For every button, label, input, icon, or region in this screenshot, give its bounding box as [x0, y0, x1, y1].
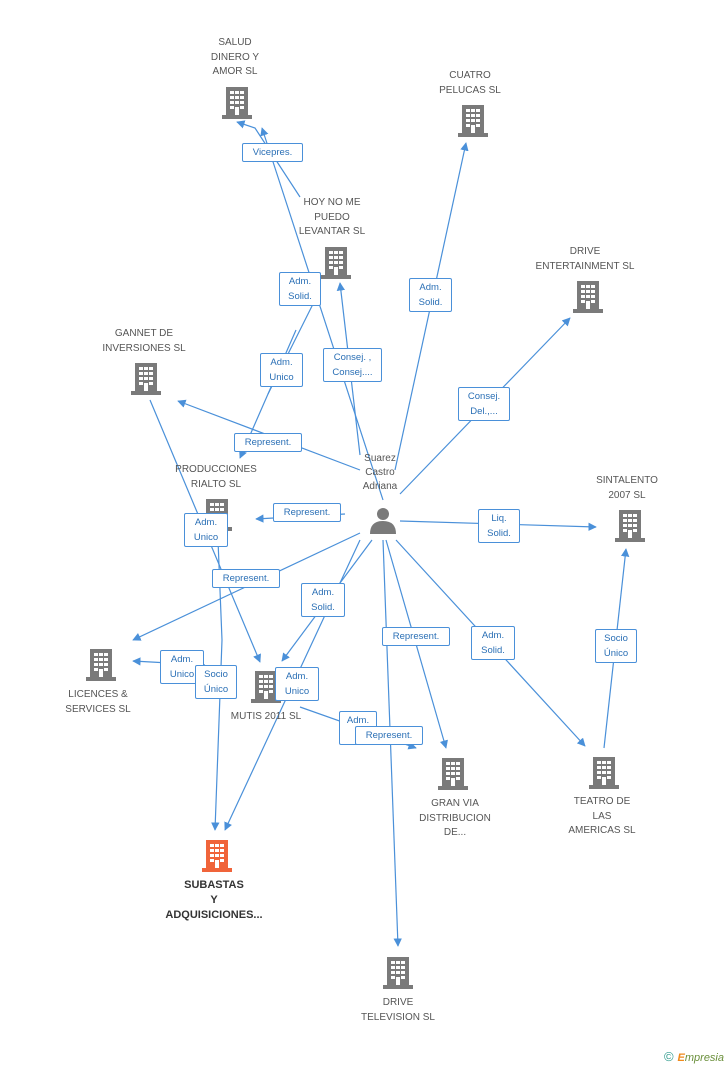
relation-label-r20[interactable]: Represent.: [355, 726, 423, 745]
company-label-cuatro[interactable]: CUATRO PELUCAS SL: [439, 70, 501, 96]
building-icon-teatro[interactable]: [589, 757, 619, 789]
relation-label-r6[interactable]: Consej. Del.,...: [458, 387, 510, 421]
building-icon-drive_tv[interactable]: [383, 957, 413, 989]
person-icon[interactable]: [370, 508, 396, 534]
relation-label-r18[interactable]: Socio Único: [595, 629, 637, 663]
company-label-producciones[interactable]: PRODUCCIONES RIALTO SL: [175, 464, 257, 490]
relation-label-r11[interactable]: Represent.: [212, 569, 280, 588]
company-label-sintalento[interactable]: SINTALENTO 2007 SL: [596, 475, 658, 501]
relation-label-r12[interactable]: Adm. Solid.: [301, 583, 345, 617]
edge-2: [260, 127, 384, 501]
building-icon-gannet[interactable]: [131, 363, 161, 395]
relation-label-r7[interactable]: Represent.: [234, 433, 302, 452]
company-label-drive_tv[interactable]: DRIVE TELEVISION SL: [361, 997, 435, 1023]
relation-label-r14[interactable]: Socio Único: [195, 665, 237, 699]
relation-label-r2[interactable]: Adm. Solid.: [279, 272, 321, 306]
company-label-mutis[interactable]: MUTIS 2011 SL: [230, 711, 302, 722]
building-icon-subastas[interactable]: [202, 840, 232, 872]
building-icon-drive_ent[interactable]: [573, 281, 603, 313]
company-label-salud[interactable]: SALUD DINERO Y AMOR SL: [210, 37, 260, 77]
relation-label-r9[interactable]: Adm. Unico: [184, 513, 228, 547]
building-icon-sintalento[interactable]: [615, 510, 645, 542]
relation-label-r15[interactable]: Adm. Unico: [275, 667, 319, 701]
company-label-licences[interactable]: LICENCES & SERVICES SL: [65, 689, 131, 715]
brand-footer: ©Empresia: [664, 1049, 724, 1064]
copyright-icon: ©: [663, 1049, 674, 1064]
relation-label-r16[interactable]: Represent.: [382, 627, 450, 646]
relation-label-r8[interactable]: Represent.: [273, 503, 341, 522]
relation-label-r10[interactable]: Liq. Solid.: [478, 509, 520, 543]
person-name[interactable]: Suarez Castro Adriana: [362, 453, 398, 492]
edge-1: [236, 120, 301, 198]
building-icon-hoy[interactable]: [321, 247, 351, 279]
relation-label-r5[interactable]: Adm. Solid.: [409, 278, 452, 312]
company-label-drive_ent[interactable]: DRIVE ENTERTAINMENT SL: [535, 246, 635, 272]
building-icon-granvia[interactable]: [438, 758, 468, 790]
company-label-subastas[interactable]: SUBASTAS Y ADQUISICIONES...: [165, 879, 263, 921]
brand-initial: E: [677, 1052, 685, 1064]
company-label-gannet[interactable]: GANNET DE INVERSIONES SL: [102, 328, 186, 354]
company-label-granvia[interactable]: GRAN VIA DISTRIBUCION DE...: [419, 798, 491, 838]
building-icon-cuatro[interactable]: [458, 105, 488, 137]
relation-label-r3[interactable]: Adm. Unico: [260, 353, 303, 387]
company-label-teatro[interactable]: TEATRO DE LAS AMERICAS SL: [568, 796, 636, 836]
building-icon-licences[interactable]: [86, 649, 116, 681]
company-label-hoy[interactable]: HOY NO ME PUEDO LEVANTAR SL: [298, 197, 366, 237]
relation-label-r4[interactable]: Consej. , Consej....: [323, 348, 382, 382]
relation-label-r1[interactable]: Vicepres.: [242, 143, 303, 162]
building-icon-salud[interactable]: [222, 87, 252, 119]
relation-label-r17[interactable]: Adm. Solid.: [471, 626, 515, 660]
brand-name: mpresia: [684, 1052, 724, 1064]
